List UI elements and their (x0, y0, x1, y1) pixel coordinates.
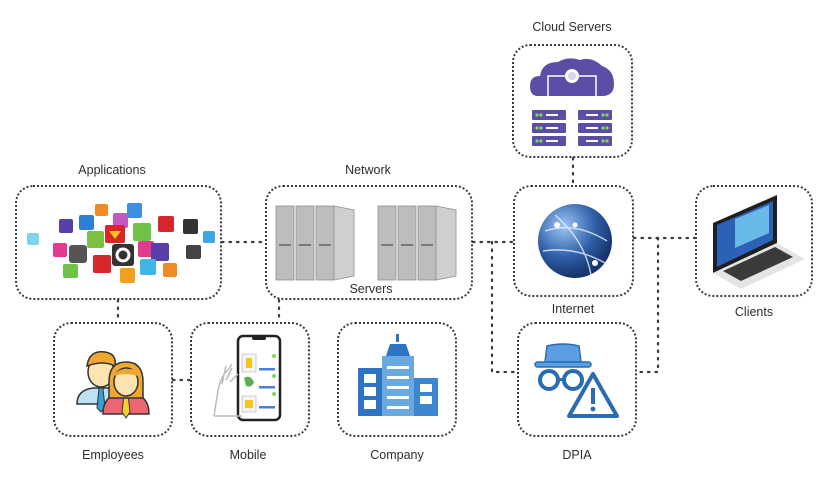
internet-node[interactable] (513, 185, 634, 297)
servers-sublabel: Servers (349, 282, 393, 296)
mobile-node[interactable] (190, 322, 310, 437)
network-node[interactable]: Servers (265, 185, 473, 300)
smartphone-hand-icon (213, 334, 282, 422)
office-building-icon (358, 334, 438, 416)
app-icons-cluster-icon (27, 203, 215, 283)
spy-warning-icon (534, 343, 619, 418)
network-label: Network (345, 163, 391, 177)
applications-label: Applications (78, 163, 146, 177)
server-racks-icon (275, 205, 457, 281)
mobile-label: Mobile (229, 448, 267, 462)
edge-network-dpia (490, 240, 519, 374)
applications-node[interactable] (15, 185, 222, 300)
globe-icon (538, 204, 612, 278)
people-icon (76, 351, 150, 419)
dpia-node[interactable] (517, 322, 637, 437)
employees-node[interactable] (53, 322, 173, 437)
cloud-servers-label: Cloud Servers (532, 20, 612, 34)
edge-clients-dpia (635, 236, 660, 374)
cloud-servers-node[interactable] (512, 44, 633, 158)
company-label: Company (370, 448, 424, 462)
internet-label: Internet (551, 302, 595, 316)
company-node[interactable] (337, 322, 457, 437)
employees-label: Employees (82, 448, 144, 462)
laptop-icon (713, 195, 805, 289)
dpia-label: DPIA (562, 448, 592, 462)
cloud-server-icon (530, 58, 614, 146)
clients-node[interactable] (695, 185, 813, 297)
clients-label: Clients (734, 305, 774, 319)
